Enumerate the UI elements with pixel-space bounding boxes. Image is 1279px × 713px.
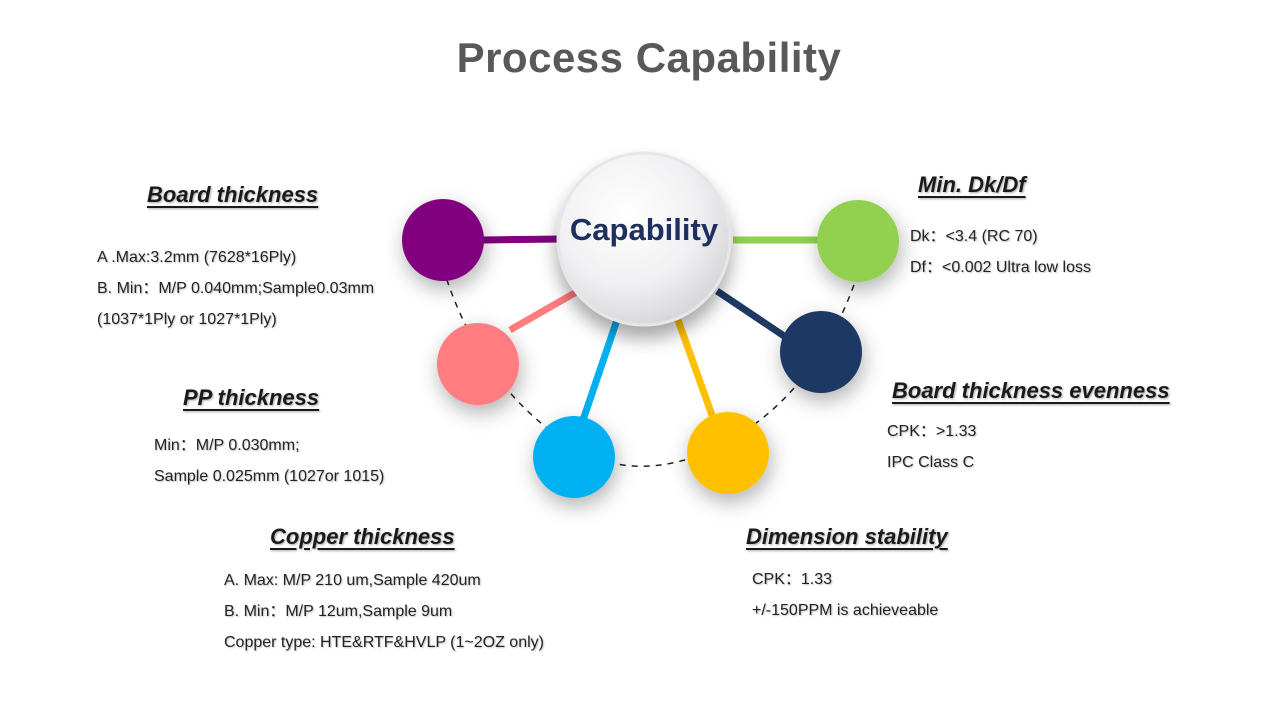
copper-thickness-details: A. Max: M/P 210 um,Sample 420um B. Min：M…: [224, 565, 544, 658]
pp-thickness-details: Min：M/P 0.030mm; Sample 0.025mm (1027or …: [154, 430, 384, 492]
spoke-purple: [482, 235, 563, 244]
node-green: [817, 200, 899, 282]
node-pink: [437, 323, 519, 405]
board-evenness-heading: Board thickness evenness: [892, 378, 1170, 403]
pp-thickness-line: Min：M/P 0.030mm;: [154, 437, 300, 454]
copper-thickness-line: B. Min：M/P 12um,Sample 9um: [224, 603, 453, 620]
board-thickness-line: B. Min：M/P 0.040mm;Sample0.03mm: [97, 280, 375, 297]
copper-thickness-line: Copper type: HTE&RTF&HVLP (1~2OZ only): [224, 634, 544, 651]
min-dk-df-line: Dk：<3.4 (RC 70): [910, 228, 1038, 245]
spoke-yellow: [674, 318, 717, 420]
min-dk-df-details: Dk：<3.4 (RC 70) Df：<0.002 Ultra low loss: [910, 221, 1091, 283]
min-dk-df-line: Df：<0.002 Ultra low loss: [910, 259, 1091, 276]
node-navy: [780, 311, 862, 393]
hub-circle: [556, 151, 732, 327]
board-thickness-line: (1037*1Ply or 1027*1Ply): [97, 311, 277, 328]
hub-label: Capability: [569, 212, 719, 247]
board-thickness-line: A .Max:3.2mm (7628*16Ply): [97, 249, 297, 266]
copper-thickness-heading: Copper thickness: [270, 524, 455, 549]
spoke-pink: [508, 286, 582, 334]
dimension-stability-line: +/-150PPM is achieveable: [752, 602, 939, 619]
node-blue: [533, 416, 615, 498]
pp-thickness-line: Sample 0.025mm (1027or 1015): [154, 468, 385, 485]
dimension-stability-details: CPK：1.33 +/-150PPM is achieveable: [752, 564, 938, 626]
node-yellow: [687, 412, 769, 494]
page-title: Process Capability: [456, 34, 842, 81]
board-evenness-line: IPC Class C: [887, 454, 975, 471]
spoke-navy: [715, 288, 792, 343]
pp-thickness-heading: PP thickness: [183, 385, 320, 410]
board-evenness-line: CPK：>1.33: [887, 423, 977, 440]
spoke-blue: [579, 318, 621, 422]
min-dk-df-heading: Min. Dk/Df: [918, 172, 1026, 197]
dimension-stability-heading: Dimension stability: [746, 524, 948, 549]
copper-thickness-line: A. Max: M/P 210 um,Sample 420um: [224, 572, 481, 589]
dimension-stability-line: CPK：1.33: [752, 571, 833, 588]
board-thickness-details: A .Max:3.2mm (7628*16Ply) B. Min：M/P 0.0…: [97, 242, 374, 335]
node-purple: [402, 199, 484, 281]
board-evenness-details: CPK：>1.33 IPC Class C: [887, 416, 976, 478]
board-thickness-heading: Board thickness: [147, 182, 319, 207]
